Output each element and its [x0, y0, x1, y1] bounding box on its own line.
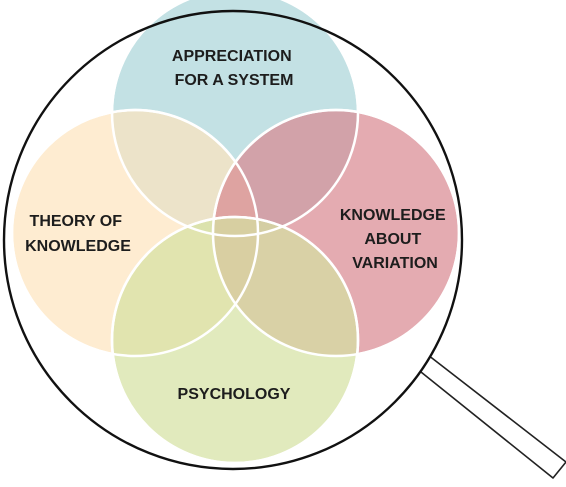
label-appreciation-for-a-system: APPRECIATION FOR A SYSTEM [172, 48, 296, 89]
label-line: FOR A SYSTEM [175, 72, 294, 89]
label-line: KNOWLEDGE [340, 207, 446, 224]
label-theory-of-knowledge: THEORY OF KNOWLEDGE [25, 213, 131, 255]
label-line: THEORY OF [30, 213, 123, 230]
circle-outlines [10, 0, 461, 465]
label-knowledge-about-variation: KNOWLEDGE ABOUT VARIATION [340, 207, 450, 272]
label-line: APPRECIATION [172, 48, 292, 65]
label-line: KNOWLEDGE [25, 238, 131, 255]
label-line: PSYCHOLOGY [178, 386, 291, 403]
magnifier-handle [415, 354, 566, 479]
label-line: ABOUT [364, 231, 421, 248]
magnifier-lens-ring [2, 9, 464, 471]
label-psychology: PSYCHOLOGY [178, 386, 291, 403]
label-line: VARIATION [352, 255, 438, 272]
